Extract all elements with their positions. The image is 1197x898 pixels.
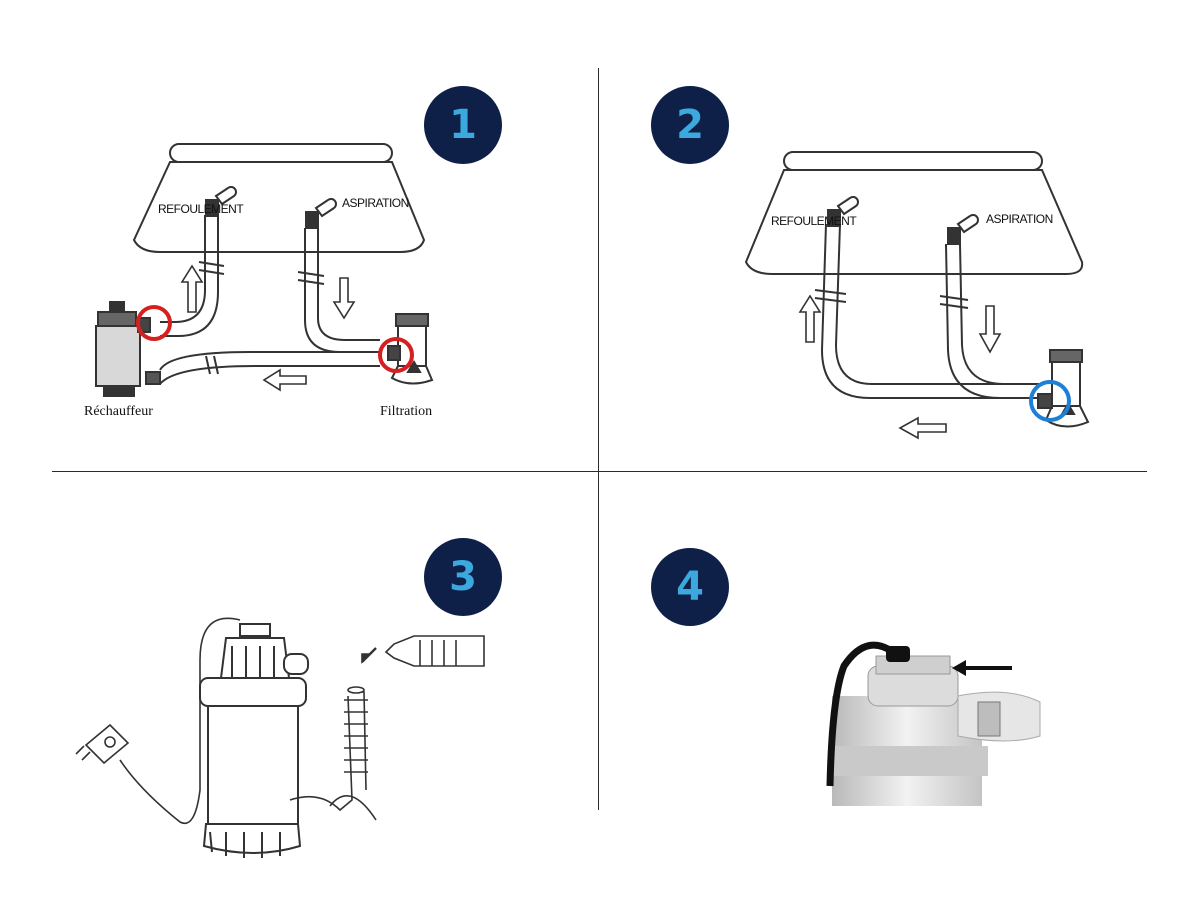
step-3-illustration (75, 617, 485, 858)
heater-label: Réchauffeur (84, 404, 153, 419)
connecting-hose (145, 351, 380, 385)
pool-illustration (744, 151, 1084, 275)
pool-illustration (132, 143, 426, 253)
power-cable (826, 641, 910, 787)
heater-connection-highlight (136, 305, 172, 341)
return-hose (814, 196, 1030, 399)
heater-unit-photo (828, 655, 1041, 806)
hose-with-bottle (289, 635, 485, 821)
refoulement-label: REFOULEMENT (158, 202, 244, 216)
heater-unit (95, 301, 151, 397)
filtration-label: Filtration (380, 404, 433, 419)
aspiration-label: ASPIRATION (342, 196, 409, 210)
flow-arrows (180, 264, 356, 392)
horizontal-divider (52, 471, 1147, 472)
pointer-arrow (952, 660, 1012, 676)
suction-hose (939, 214, 1040, 399)
step-4-badge: 4 (651, 548, 729, 626)
filter-connection-highlight (1029, 380, 1071, 422)
return-hose (160, 186, 237, 337)
aspiration-label: ASPIRATION (986, 212, 1053, 226)
flow-arrows (798, 294, 1002, 440)
step-1-badge: 1 (424, 86, 502, 164)
power-cord (75, 617, 241, 825)
suction-hose (297, 198, 380, 353)
step-2-diagram (744, 151, 1090, 440)
refoulement-label: REFOULEMENT (771, 214, 857, 228)
heater-body (199, 623, 309, 858)
step-4-photo (826, 636, 1068, 806)
vertical-divider (598, 68, 599, 810)
step-3-badge: 3 (424, 538, 502, 616)
filter-connection-highlight (378, 337, 414, 373)
step-2-badge: 2 (651, 86, 729, 164)
step-1-diagram (95, 143, 434, 397)
